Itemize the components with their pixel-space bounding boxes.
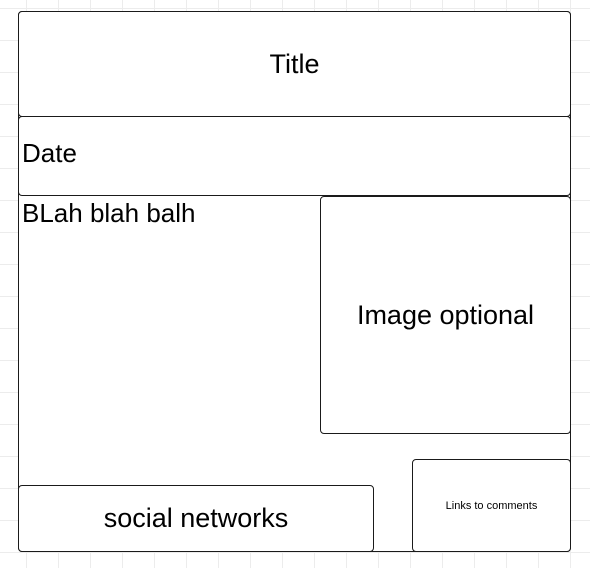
image-label: Image optional <box>356 299 535 330</box>
links-label: Links to comments <box>445 499 538 512</box>
title-label: Title <box>269 48 320 79</box>
social-networks-box: social networks <box>18 485 374 552</box>
image-box: Image optional <box>320 196 571 434</box>
social-label: social networks <box>103 503 289 533</box>
body-text-label: BLah blah balh <box>22 198 196 228</box>
date-label: Date <box>22 138 77 168</box>
links-to-comments-box: Links to comments <box>412 459 571 552</box>
date-box: Date <box>18 116 571 196</box>
title-box: Title <box>18 11 571 117</box>
